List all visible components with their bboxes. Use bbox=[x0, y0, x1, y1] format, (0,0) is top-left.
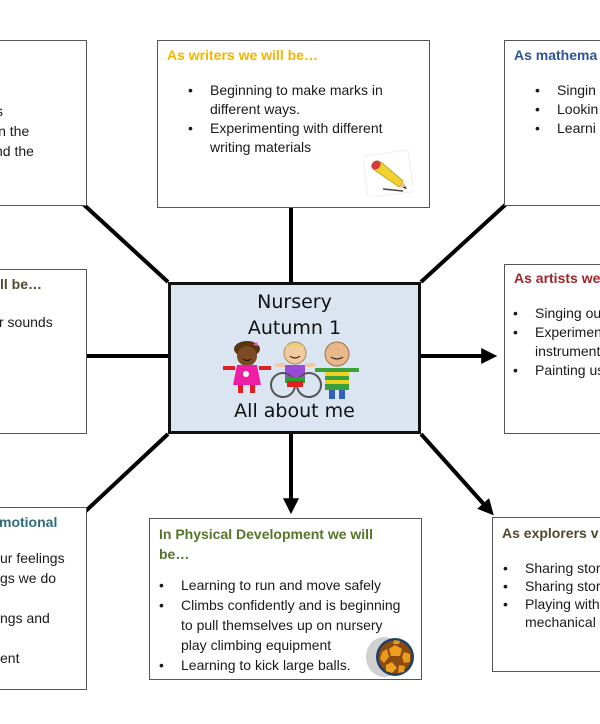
box-emotional: motional ur feelings gs we do ngs and en… bbox=[0, 507, 87, 690]
children-illustration bbox=[223, 341, 359, 399]
girl-figure bbox=[223, 341, 271, 393]
box-title: ll be… bbox=[0, 276, 43, 292]
box-line: r sounds bbox=[0, 314, 53, 330]
box-artists: As artists we Singing ou Experimeninstru… bbox=[504, 264, 600, 434]
box-explorers: As explorers v Sharing stor Sharing stor… bbox=[492, 517, 600, 672]
wheelchair-child-figure bbox=[270, 341, 322, 398]
box-title: As artists we bbox=[514, 270, 600, 286]
pencil-icon bbox=[363, 149, 413, 197]
football-icon bbox=[366, 637, 414, 677]
box-title: As explorers v bbox=[502, 525, 599, 541]
box-title: As writers we will be… bbox=[167, 47, 318, 63]
list-item: Learning to kick large balls. bbox=[159, 655, 400, 675]
list-item: Painting us bbox=[513, 361, 600, 380]
arrow-up-left bbox=[64, 187, 170, 284]
box-line: gs we do bbox=[0, 570, 57, 586]
center-title-line1: Nursery bbox=[257, 291, 332, 313]
box-line: nd the bbox=[0, 143, 34, 159]
center-subtitle: All about me bbox=[234, 400, 355, 422]
list-item: Sharing stor bbox=[503, 559, 600, 577]
list-item: Singin bbox=[535, 81, 598, 100]
center-topic-box: Nursery Autumn 1 bbox=[168, 282, 421, 434]
box-line: ngs and bbox=[0, 610, 50, 626]
box-top-left: s in the nd the bbox=[0, 40, 87, 206]
list-item: Singing ou bbox=[513, 304, 600, 323]
list-item: Learning to run and move safely bbox=[159, 575, 400, 595]
box-writers: As writers we will be… Beginning to make… bbox=[157, 40, 430, 208]
box-mid-left: ll be… r sounds bbox=[0, 269, 87, 434]
box-line: s bbox=[0, 101, 3, 121]
boy-figure bbox=[315, 341, 359, 399]
arrow-down-right bbox=[419, 432, 494, 516]
list-item: Sharing stor bbox=[503, 577, 600, 595]
box-title: As mathema bbox=[514, 47, 598, 63]
box-line: ent bbox=[0, 650, 20, 666]
box-line: ur feelings bbox=[0, 550, 65, 566]
list-item: Learni bbox=[535, 119, 598, 138]
list-item: Lookin bbox=[535, 100, 598, 119]
box-maths: As mathema Singin Lookin Learni bbox=[504, 40, 600, 206]
box-line: in the bbox=[0, 123, 30, 139]
box-title: motional bbox=[0, 514, 58, 530]
arrow-down-left bbox=[68, 432, 170, 527]
center-title-line2: Autumn 1 bbox=[247, 317, 342, 339]
